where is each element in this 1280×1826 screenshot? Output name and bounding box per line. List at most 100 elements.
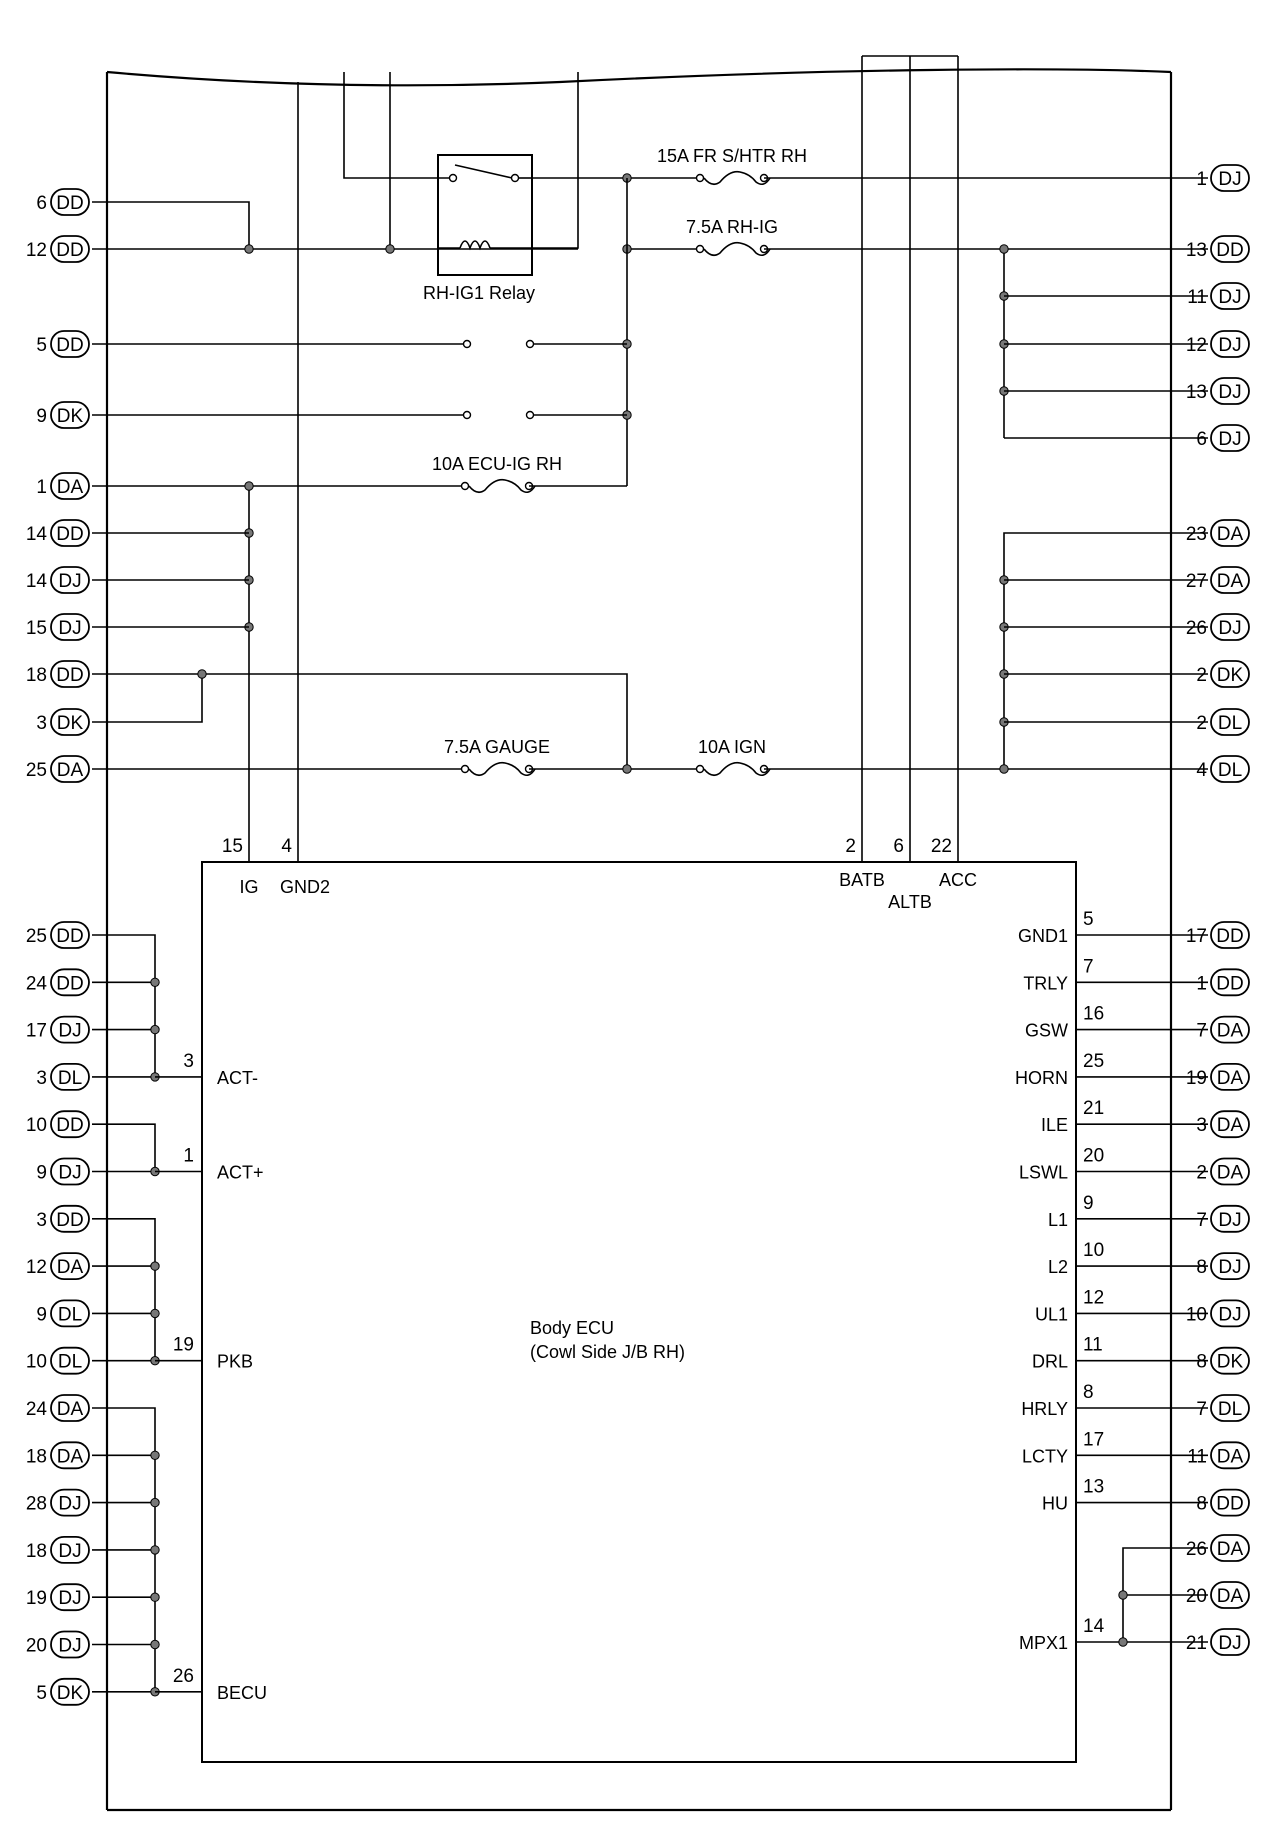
dynamic-layer: DD6DD12DD5DK9DA1DD14DJ14DJ15DD18DK3DA25D… bbox=[26, 55, 1250, 1706]
right-lower-connector-code: DK bbox=[1217, 1352, 1244, 1373]
wire bbox=[1122, 1547, 1208, 1642]
right-lower-connector-badge bbox=[1210, 1346, 1250, 1375]
right-upper-connector-code: DA bbox=[1217, 524, 1244, 545]
right-upper-connector-code: DJ bbox=[1218, 382, 1241, 403]
mpx-connector-pin: 20 bbox=[1186, 1586, 1207, 1607]
left-lower-connector-pin: 10 bbox=[26, 1352, 47, 1373]
right-upper-connector-badge bbox=[1210, 235, 1250, 263]
left-lower-connector-badge bbox=[50, 968, 90, 997]
right-lower-connector-pin: 7 bbox=[1196, 1021, 1207, 1042]
left-upper-connector-code: DA bbox=[57, 477, 84, 498]
right-lower-connector-code: DJ bbox=[1218, 1257, 1241, 1278]
left-lower-connector-code: DJ bbox=[58, 1021, 81, 1042]
left-lower-connector-code: DD bbox=[56, 973, 83, 994]
ecu-name: Body ECU bbox=[530, 1318, 614, 1338]
left-lower-connector-pin: 19 bbox=[26, 1588, 47, 1609]
ecu-right-pin-number: 17 bbox=[1083, 1429, 1104, 1450]
right-upper-connector-code: DJ bbox=[1218, 335, 1241, 356]
right-lower-connector-pin: 1 bbox=[1196, 973, 1207, 994]
ecu-right-signal: LCTY bbox=[1022, 1446, 1068, 1466]
right-upper-connector-pin: 12 bbox=[1186, 335, 1207, 356]
left-upper-connector-badge bbox=[50, 330, 90, 358]
left-lower-connector-pin: 28 bbox=[26, 1494, 47, 1515]
right-upper-connector-badge bbox=[1210, 377, 1250, 405]
left-lower-connector-badge bbox=[50, 1204, 90, 1233]
ecu-right-pin-number: 14 bbox=[1083, 1616, 1105, 1637]
ecu-top-pin-name: ACC bbox=[939, 870, 977, 890]
ecu-top-pin-number: 4 bbox=[281, 836, 292, 857]
right-upper-connector-badge bbox=[1210, 519, 1250, 547]
left-lower-connector-code: DJ bbox=[58, 1541, 81, 1562]
left-lower-connector-badge bbox=[50, 1346, 90, 1375]
fuse-gauge-terminal bbox=[460, 764, 470, 774]
left-lower-connector-code: DJ bbox=[58, 1494, 81, 1515]
ecu-right-pin-number: 7 bbox=[1083, 956, 1094, 977]
ecu-right-signal: TRLY bbox=[1023, 973, 1068, 993]
right-upper-connector-code: DJ bbox=[1218, 618, 1241, 639]
left-lower-connector-code: DD bbox=[56, 926, 83, 947]
left-upper-connector-code: DK bbox=[57, 406, 84, 427]
left-lower-connector-code: DL bbox=[58, 1352, 82, 1373]
left-upper-connector-code: DJ bbox=[58, 618, 81, 639]
left-lower-connector-badge bbox=[50, 1583, 90, 1612]
left-upper-connector-pin: 18 bbox=[26, 665, 47, 686]
fuse-rh-ig-terminal bbox=[695, 244, 705, 254]
junction-dot bbox=[622, 764, 632, 774]
left-lower-connector-pin: 17 bbox=[26, 1021, 47, 1042]
ecu-left-pin-number: 26 bbox=[173, 1666, 194, 1687]
ecu-right-signal: DRL bbox=[1032, 1352, 1068, 1372]
wire bbox=[1003, 532, 1208, 769]
left-upper-connector-code: DD bbox=[56, 193, 83, 214]
left-lower-connector-badge bbox=[50, 1110, 90, 1139]
right-lower-connector-code: DJ bbox=[1218, 1210, 1241, 1231]
left-upper-connector-pin: 5 bbox=[36, 335, 47, 356]
wire bbox=[92, 674, 203, 723]
left-lower-connector-code: DJ bbox=[58, 1636, 81, 1657]
left-upper-connector-badge bbox=[50, 755, 90, 783]
right-lower-connector-code: DA bbox=[1217, 1446, 1244, 1467]
left-lower-connector-pin: 5 bbox=[36, 1683, 47, 1704]
left-lower-connector-badge bbox=[50, 921, 90, 949]
ecu-top-pin-number: 2 bbox=[845, 836, 856, 857]
ecu-right-pin-number: 25 bbox=[1083, 1051, 1104, 1072]
left-lower-connector-code: DD bbox=[56, 1210, 83, 1231]
right-lower-connector-pin: 19 bbox=[1186, 1068, 1207, 1089]
junction-dot bbox=[150, 977, 160, 987]
junction-block-frame bbox=[105, 68, 1173, 1812]
right-lower-connector-code: DA bbox=[1217, 1068, 1244, 1089]
right-upper-connector-pin: 23 bbox=[1186, 524, 1207, 545]
left-upper-connector-badge bbox=[50, 235, 90, 263]
contact bbox=[525, 410, 535, 420]
junction-dot bbox=[244, 244, 254, 254]
ecu-right-pin-number: 13 bbox=[1083, 1477, 1104, 1498]
ecu-top-pin-name: GND2 bbox=[280, 877, 330, 897]
ecu-right-signal: L2 bbox=[1048, 1257, 1068, 1277]
ecu-left-pin-name: ACT- bbox=[217, 1068, 258, 1088]
ecu-right-pin-number: 21 bbox=[1083, 1098, 1104, 1119]
fuse-gauge-element bbox=[468, 761, 536, 777]
fuse-ecu-ig-element bbox=[468, 478, 536, 494]
left-upper-connector-pin: 12 bbox=[26, 240, 47, 261]
right-upper-connector-code: DK bbox=[1217, 665, 1244, 686]
junction-dot bbox=[150, 1308, 160, 1319]
left-upper-connector-code: DK bbox=[57, 713, 84, 734]
right-upper-connector-code: DD bbox=[1216, 240, 1243, 261]
right-upper-connector-code: DA bbox=[1217, 571, 1244, 592]
mpx-connector-code: DA bbox=[1217, 1539, 1244, 1560]
junction-dot bbox=[150, 1450, 160, 1461]
fuse-rh-ig-element bbox=[703, 241, 771, 257]
ecu-top-pin-number: 22 bbox=[931, 836, 952, 857]
fuse-ign-terminal bbox=[695, 764, 705, 774]
ecu-top-pin-number: 6 bbox=[893, 836, 904, 857]
junction-dot bbox=[150, 1545, 160, 1555]
right-upper-connector-pin: 13 bbox=[1186, 240, 1207, 261]
wire bbox=[92, 673, 628, 769]
left-lower-connector-pin: 25 bbox=[26, 926, 47, 947]
left-lower-connector-pin: 10 bbox=[26, 1115, 47, 1136]
ecu-right-signal: GND1 bbox=[1018, 926, 1068, 946]
junction-dot bbox=[150, 1261, 160, 1271]
left-upper-connector-pin: 9 bbox=[36, 406, 47, 427]
right-lower-connector-badge bbox=[1210, 1299, 1250, 1328]
left-lower-connector-badge bbox=[50, 1063, 90, 1091]
